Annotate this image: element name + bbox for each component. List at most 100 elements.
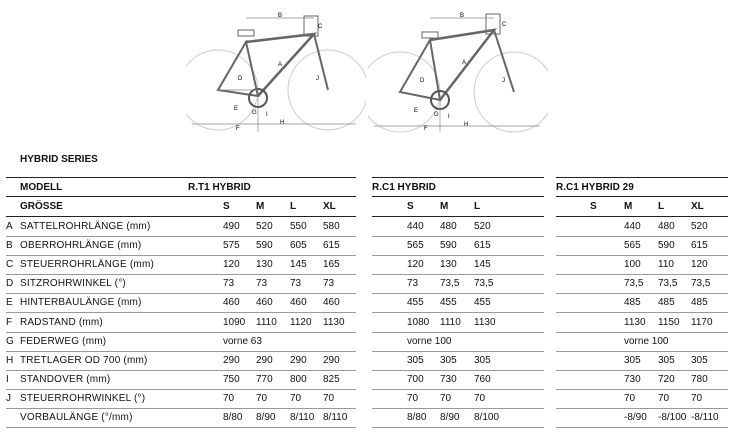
table-cell: 565 — [624, 240, 641, 252]
table-cell: 760 — [474, 373, 491, 385]
svg-text:C: C — [502, 22, 507, 28]
table-cell: 455 — [440, 297, 457, 309]
row-divider — [6, 274, 356, 276]
table-cell: 8/80 — [407, 412, 427, 423]
table-cell: 565 — [407, 240, 424, 252]
table-cell: 8/110 — [323, 412, 348, 423]
table-cell: 455 — [474, 297, 491, 309]
table-cell: 440 — [407, 221, 424, 232]
table-cell: 70 — [323, 392, 335, 404]
table-cell: 70 — [691, 392, 703, 404]
table-cell: 73,5 — [474, 278, 494, 290]
table-cell: 8/100 — [474, 412, 500, 423]
row-divider — [372, 274, 544, 276]
table-cell: 700 — [407, 373, 424, 385]
size-rt1-l: L — [290, 201, 297, 212]
bike-diagram-hardtail: B C D E F G H A J I — [186, 4, 366, 136]
table-cell: 590 — [256, 240, 273, 252]
row-label: STEUERROHRWINKEL (°) — [20, 392, 146, 404]
row-key: B — [6, 240, 13, 252]
svg-text:A: A — [462, 60, 466, 66]
table-cell: 1110 — [256, 316, 277, 328]
table-cell: 290 — [323, 354, 340, 366]
table-cell: 70 — [256, 392, 268, 404]
row-divider — [556, 427, 728, 428]
table-cell: 730 — [440, 373, 457, 385]
table-cell: 800 — [290, 373, 307, 385]
table-cell: 73 — [223, 278, 235, 290]
row-divider — [6, 388, 356, 390]
table-cell: 120 — [691, 259, 708, 271]
table-cell: 305 — [440, 354, 457, 366]
svg-text:B: B — [460, 13, 464, 19]
table-cell: 70 — [624, 392, 636, 404]
table-cell: 120 — [223, 259, 240, 271]
row-key: H — [6, 354, 14, 366]
table-cell: 605 — [290, 240, 307, 252]
row-key: F — [6, 316, 13, 328]
section-title: HYBRID SERIES — [20, 154, 98, 165]
table-cell: 825 — [323, 373, 340, 385]
row-key: E — [6, 297, 13, 309]
table-cell-span: vorne 63 — [223, 335, 262, 347]
row-divider — [372, 350, 544, 352]
table-cell: 615 — [474, 240, 491, 252]
row-divider — [372, 236, 544, 237]
table-cell: 750 — [223, 373, 240, 385]
row-divider — [372, 293, 544, 295]
table-cell: 73 — [407, 278, 419, 290]
table-cell: 780 — [691, 373, 708, 385]
row-divider — [556, 236, 728, 237]
row-key: D — [6, 278, 14, 290]
table-cell: 440 — [624, 221, 641, 232]
rule-size-right — [556, 196, 728, 197]
size-rc129-l: L — [658, 201, 665, 212]
row-key: G — [6, 335, 14, 347]
svg-text:G: G — [252, 110, 257, 116]
rule-size-mid — [372, 196, 544, 197]
row-divider — [372, 388, 544, 390]
table-cell: 1130 — [624, 316, 646, 328]
rule-body-left — [6, 216, 356, 217]
table-cell: 120 — [407, 259, 424, 271]
table-cell-span: vorne 100 — [624, 335, 669, 347]
row-divider — [556, 369, 728, 371]
table-cell: -8/90 — [624, 412, 647, 423]
svg-text:I: I — [266, 112, 268, 118]
table-cell: 520 — [256, 221, 273, 232]
row-label: RADSTAND (mm) — [20, 316, 103, 328]
table-cell: 770 — [256, 373, 273, 385]
row-key: J — [6, 392, 11, 404]
svg-text:E: E — [414, 108, 418, 114]
row-divider — [556, 312, 728, 314]
table-cell: 455 — [407, 297, 424, 309]
row-label: SITZROHRWINKEL (°) — [20, 278, 126, 290]
row-key: I — [6, 373, 9, 385]
table-cell: 130 — [440, 259, 457, 271]
table-cell: 1130 — [474, 316, 496, 328]
table-cell: 73,5 — [658, 278, 678, 290]
table-cell: 290 — [256, 354, 273, 366]
table-cell: 520 — [474, 221, 491, 232]
row-divider — [372, 331, 544, 333]
row-label: VORBAULÄNGE (°/mm) — [20, 412, 133, 423]
row-divider — [6, 331, 356, 333]
svg-text:B: B — [278, 13, 282, 19]
table-cell: 130 — [256, 259, 273, 271]
row-key: C — [6, 259, 14, 271]
table-cell: 70 — [407, 392, 419, 404]
svg-text:J: J — [316, 76, 319, 82]
table-cell: 460 — [290, 297, 307, 309]
svg-text:F: F — [236, 126, 240, 132]
size-rc1-m: M — [440, 201, 449, 212]
size-rc1-l: L — [474, 201, 481, 212]
table-cell: 305 — [474, 354, 491, 366]
table-cell: 110 — [658, 259, 674, 271]
table-cell: 70 — [474, 392, 486, 404]
table-cell: 485 — [658, 297, 675, 309]
